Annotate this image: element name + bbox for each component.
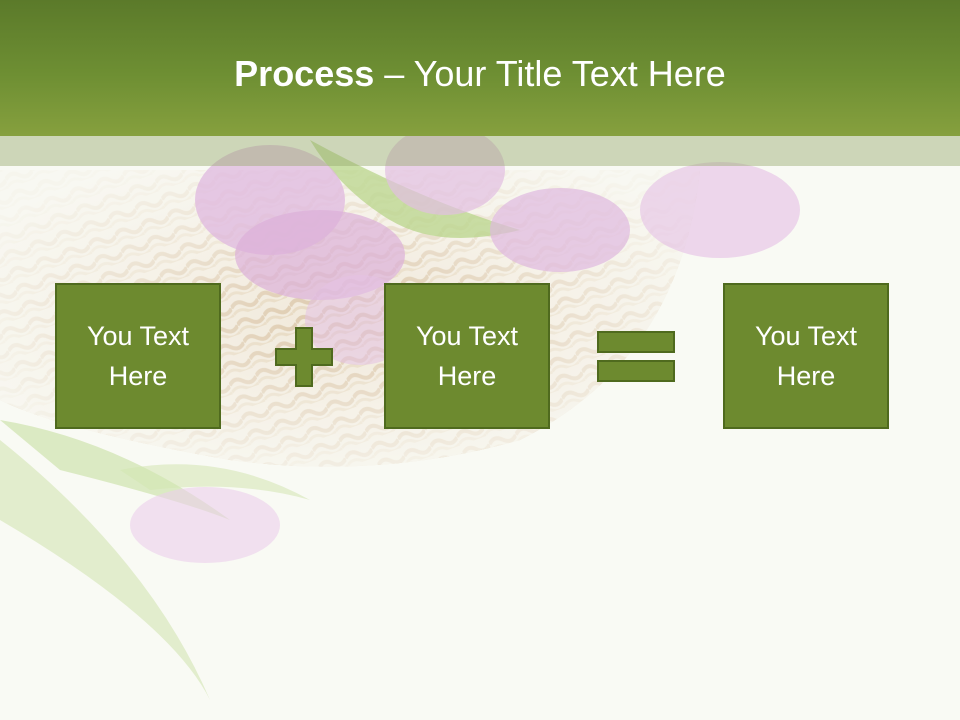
- process-box-label: You Text Here: [415, 321, 519, 391]
- process-box-label: You Text Here: [86, 321, 190, 391]
- process-box-2[interactable]: You Text Here: [384, 283, 550, 429]
- title-rest: – Your Title Text Here: [374, 53, 726, 94]
- process-box-1[interactable]: You Text Here: [55, 283, 221, 429]
- equals-icon: [597, 331, 675, 382]
- title-bold: Process: [234, 53, 375, 94]
- process-box-label: You Text Here: [754, 321, 858, 391]
- process-box-3[interactable]: You Text Here: [723, 283, 889, 429]
- slide-title[interactable]: Process – Your Title Text Here: [0, 52, 960, 96]
- banner-strip: [0, 136, 960, 166]
- plus-icon: [275, 327, 333, 387]
- title-banner: [0, 0, 960, 136]
